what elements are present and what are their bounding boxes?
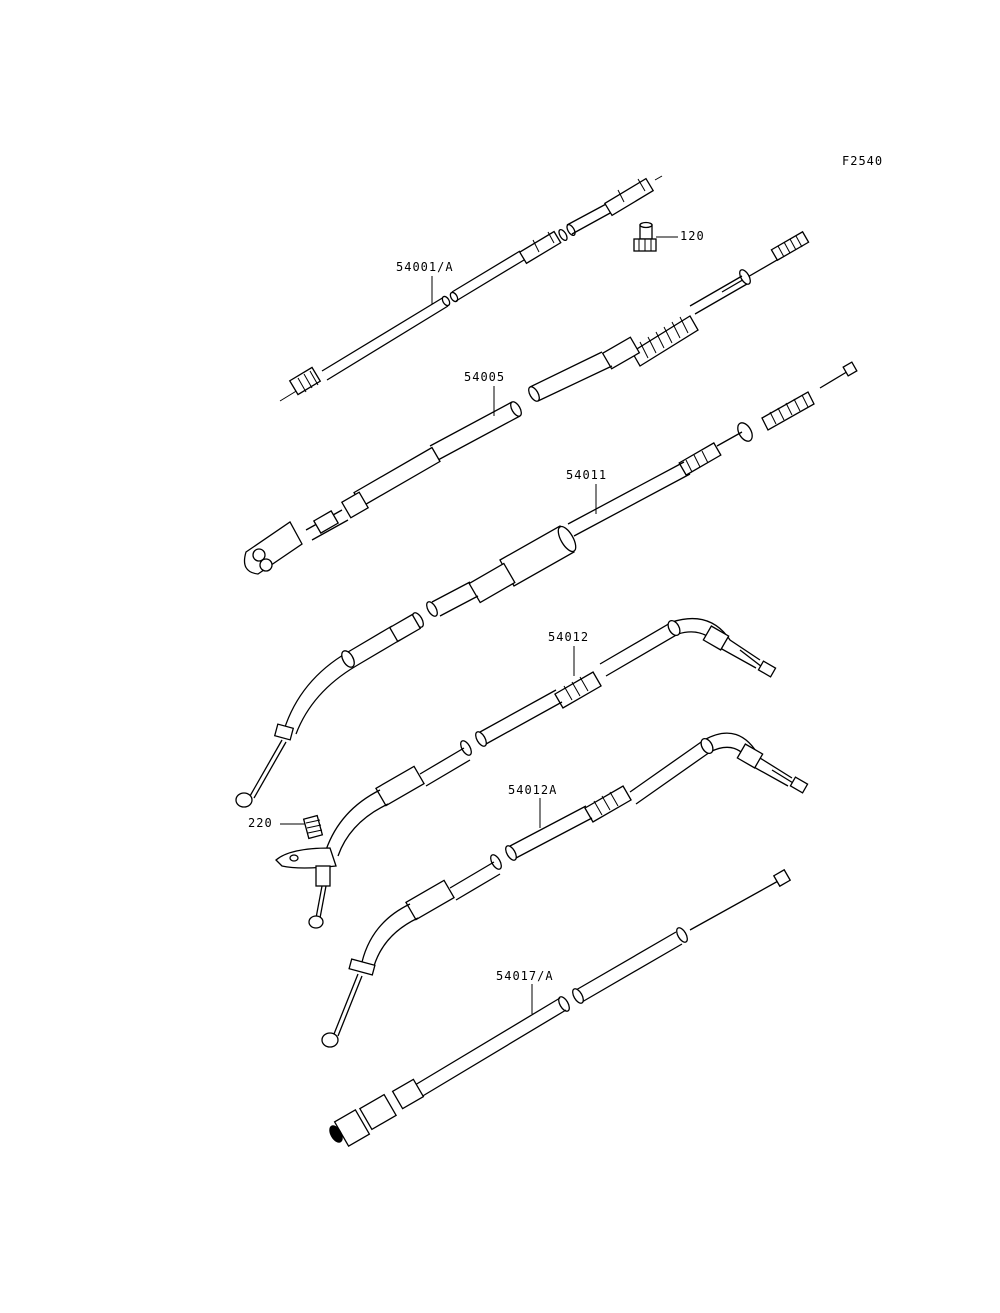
label-54011[interactable]: 54011 (566, 468, 608, 482)
label-120[interactable]: 120 (680, 229, 705, 243)
leader-lines (431, 276, 597, 1014)
label-54012[interactable]: 54012 (548, 630, 590, 644)
bolt-120[interactable] (633, 221, 678, 252)
label-220[interactable]: 220 (248, 816, 273, 830)
cable-54012A[interactable] (321, 732, 809, 1048)
label-54005[interactable]: 54005 (464, 370, 506, 384)
figure-id: F2540 (842, 154, 884, 168)
grommet-220[interactable] (280, 814, 324, 840)
cable-54012[interactable] (275, 618, 777, 929)
label-54001A[interactable]: 54001/A (396, 260, 454, 274)
cable-54001A[interactable] (279, 175, 663, 402)
cable-54011[interactable] (235, 361, 858, 808)
cable-54017A[interactable] (327, 868, 792, 1148)
cable-54005[interactable] (243, 230, 810, 575)
label-54012A[interactable]: 54012A (508, 783, 558, 797)
label-54017A[interactable]: 54017/A (496, 969, 554, 983)
